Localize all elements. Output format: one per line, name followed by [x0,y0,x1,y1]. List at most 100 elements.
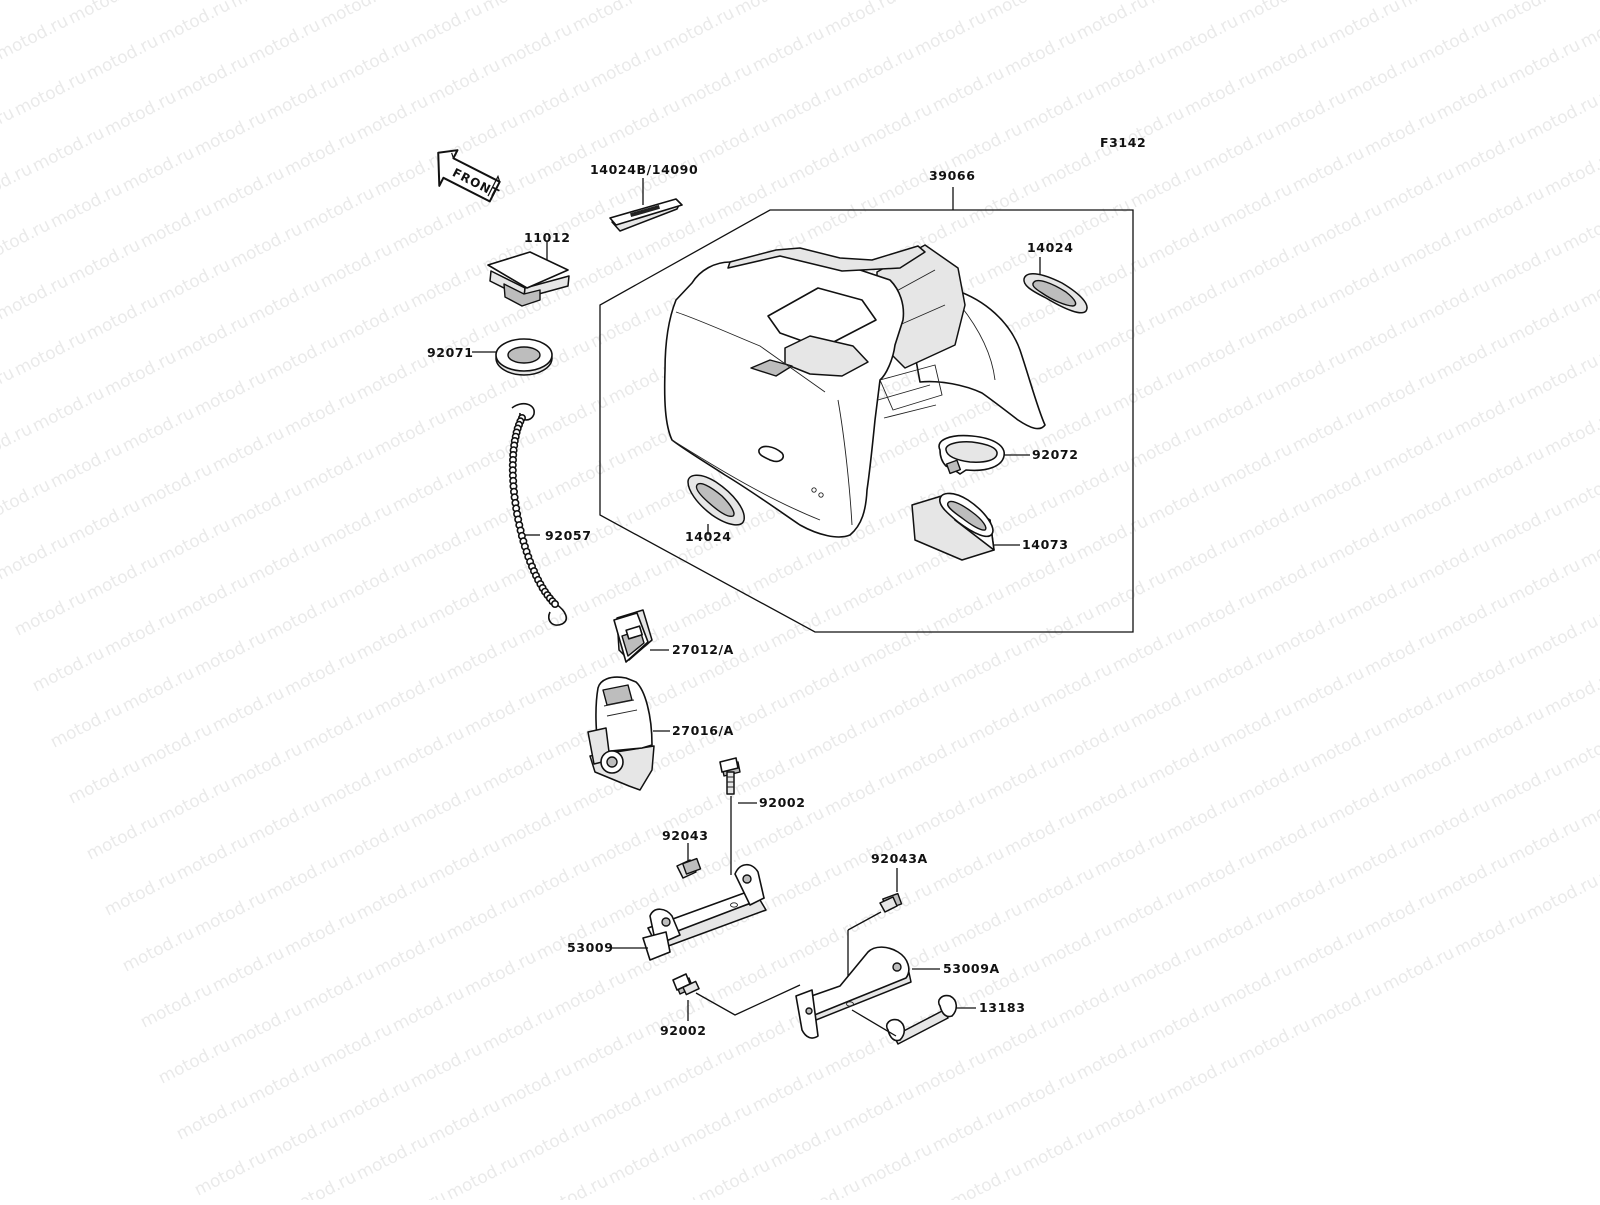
watermark-text: motod.ru [497,799,576,852]
watermark-text: motod.ru [263,851,342,904]
watermark-text: motod.ru [1253,31,1332,84]
watermark-text: motod.ru [263,1111,342,1164]
watermark-text: motod.ru [353,1131,432,1184]
label-11012: 11012 [524,230,571,245]
watermark-text: motod.ru [227,999,306,1052]
watermark-text: motod.ru [1073,771,1152,824]
watermark-text: motod.ru [1415,535,1494,588]
watermark-text: motod.ru [965,695,1044,748]
watermark-text: motod.ru [155,1035,234,1088]
watermark-text: motod.ru [443,1151,522,1200]
watermark-text: motod.ru [1181,327,1260,380]
watermark-text: motod.ru [137,199,216,252]
chain-bead [552,601,558,607]
label-14024b-14090: 14024B/14090 [590,162,698,177]
watermark-text: motod.ru [1577,259,1600,312]
watermark-text: motod.ru [695,115,774,168]
watermark-text: motod.ru [1235,0,1314,28]
watermark-text: motod.ru [1451,907,1530,960]
watermark-text: motod.ru [299,183,378,236]
watermark-text: motod.ru [983,1011,1062,1064]
watermark-text: motod.ru [1073,1031,1152,1084]
watermark-text: motod.ru [839,1083,918,1136]
watermark-text: motod.ru [119,923,198,976]
watermark-text: motod.ru [497,19,576,72]
watermark-text: motod.ru [1091,1087,1170,1140]
watermark-text: motod.ru [1091,567,1170,620]
watermark-text: motod.ru [803,191,882,244]
watermark-text: motod.ru [929,843,1008,896]
watermark-text: motod.ru [101,87,180,140]
watermark-text: motod.ru [11,587,90,640]
watermark-text: motod.ru [83,551,162,604]
watermark-text: motod.ru [587,1079,666,1132]
watermark-text: motod.ru [587,559,666,612]
watermark-text: motod.ru [317,1019,396,1072]
watermark-text: motod.ru [1163,1051,1242,1104]
watermark-text: motod.ru [839,563,918,616]
watermark-text: motod.ru [227,219,306,272]
watermark-text: motod.ru [65,235,144,288]
label-92043: 92043 [662,828,709,843]
watermark-text: motod.ru [155,515,234,568]
watermark-text: motod.ru [119,663,198,716]
watermark-text: motod.ru [1001,547,1080,600]
watermark-text: motod.ru [65,0,144,28]
watermark-text: motod.ru [767,599,846,652]
watermark-text: motod.ru [1217,439,1296,492]
watermark-text: motod.ru [965,175,1044,228]
watermark-text: motod.ru [1415,795,1494,848]
watermark-text: motod.ru [1487,239,1566,292]
watermark-text: motod.ru [173,1091,252,1144]
watermark-text: motod.ru [299,963,378,1016]
watermark-text: motod.ru [1487,0,1566,32]
watermark-text: motod.ru [0,531,72,584]
watermark-text: motod.ru [1199,903,1278,956]
watermark-text: motod.ru [1523,871,1600,924]
watermark-text: motod.ru [659,1043,738,1096]
watermark-text: motod.ru [0,0,54,8]
watermark-text: motod.ru [911,787,990,840]
watermark-text: motod.ru [263,331,342,384]
watermark-text: motod.ru [479,1003,558,1056]
watermark-text: motod.ru [353,351,432,404]
watermark-text: motod.ru [1325,515,1404,568]
watermark-text: motod.ru [1307,979,1386,1032]
watermark-text: motod.ru [461,947,540,1000]
watermark-text: motod.ru [1505,555,1584,608]
figure-code: F3142 [1100,135,1146,150]
watermark-text: motod.ru [623,1191,702,1200]
watermark-text: motod.ru [353,91,432,144]
label-53009: 53009 [567,940,614,955]
label-92002-bottom: 92002 [660,1023,707,1038]
watermark-text: motod.ru [0,419,36,472]
watermark-text: motod.ru [101,347,180,400]
watermark-text: motod.ru [731,0,810,20]
watermark-text: motod.ru [299,443,378,496]
watermark-text: motod.ru [245,795,324,848]
watermark-text: motod.ru [623,151,702,204]
watermark-text: motod.ru [1451,127,1530,180]
watermark-text: motod.ru [1487,759,1566,812]
watermark-text: motod.ru [29,383,108,436]
watermark-text: motod.ru [65,495,144,548]
watermark-text: motod.ru [425,55,504,108]
label-14024-top: 14024 [1027,240,1074,255]
watermark-text: motod.ru [803,711,882,764]
watermark-text: motod.ru [713,951,792,1004]
watermark-text: motod.ru [1289,143,1368,196]
watermark-text: motod.ru [0,271,72,324]
watermark-text: motod.ru [1253,811,1332,864]
watermark-text: motod.ru [749,23,828,76]
watermark-text: motod.ru [1055,975,1134,1028]
watermark-text: motod.ru [245,1055,324,1108]
label-14024-left: 14024 [685,529,732,544]
watermark-text: motod.ru [1415,275,1494,328]
watermark-text: motod.ru [1055,455,1134,508]
watermark-text: motod.ru [227,479,306,532]
watermark-text: motod.ru [1397,219,1476,272]
watermark-text: motod.ru [1217,699,1296,752]
watermark-text: motod.ru [821,1027,900,1080]
watermark-text: motod.ru [83,291,162,344]
watermark-text: motod.ru [587,39,666,92]
